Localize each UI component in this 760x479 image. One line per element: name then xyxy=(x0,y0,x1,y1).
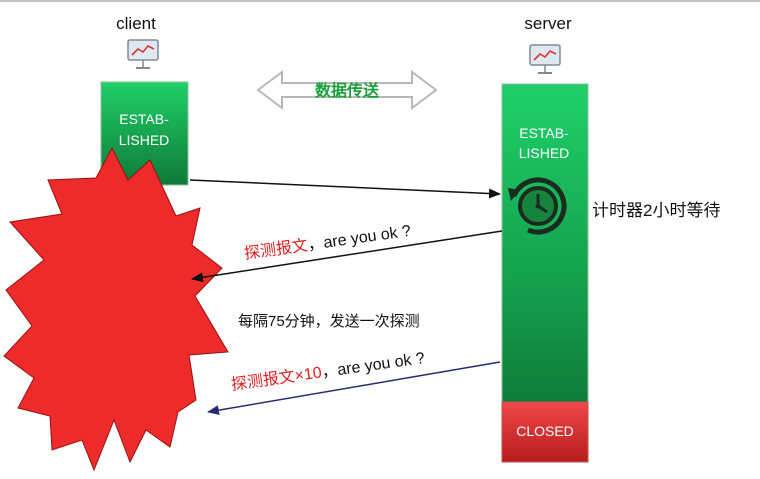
data-transfer-label: 数据传送 xyxy=(315,81,380,100)
clock-icon xyxy=(508,177,567,235)
arrow-probe-10 xyxy=(207,361,501,416)
server-closed-label: CLOSED xyxy=(516,423,574,439)
probe-1-label-en: ，are you ok ? xyxy=(307,223,413,254)
server-state-line1: ESTAB- xyxy=(519,125,569,141)
crash-burst xyxy=(3,146,229,472)
probe-2-label-en: ，are you ok ? xyxy=(320,350,426,381)
client-state-line1: ESTAB- xyxy=(119,111,169,127)
server-state-bar xyxy=(501,83,589,403)
probe-2-label-cn: 探测报文×10 xyxy=(230,363,323,394)
server-monitor-icon xyxy=(529,44,561,74)
data-transfer-arrow xyxy=(256,70,438,110)
client-monitor-icon xyxy=(127,39,159,69)
server-label: server xyxy=(524,14,572,33)
svg-text:探测报文×10，are you ok ?: 探测报文×10，are you ok ? xyxy=(230,349,426,394)
client-label: client xyxy=(116,14,156,33)
client-state-line2: LISHED xyxy=(119,132,170,148)
probe-1-label-cn: 探测报文 xyxy=(243,236,309,263)
svg-text:探测报文，are you ok ?: 探测报文，are you ok ? xyxy=(243,222,412,263)
arrow-probe-1 xyxy=(191,230,503,283)
interval-label: 每隔75分钟，发送一次探测 xyxy=(238,313,420,330)
server-closed-box xyxy=(501,401,589,463)
probe-2-label: 探测报文×10，are you ok ? xyxy=(230,349,426,394)
server-state-line2: LISHED xyxy=(519,145,570,161)
timer-label: 计时器2小时等待 xyxy=(592,201,720,220)
probe-1-label: 探测报文，are you ok ? xyxy=(243,222,412,263)
arrow-client-to-server xyxy=(189,179,501,199)
